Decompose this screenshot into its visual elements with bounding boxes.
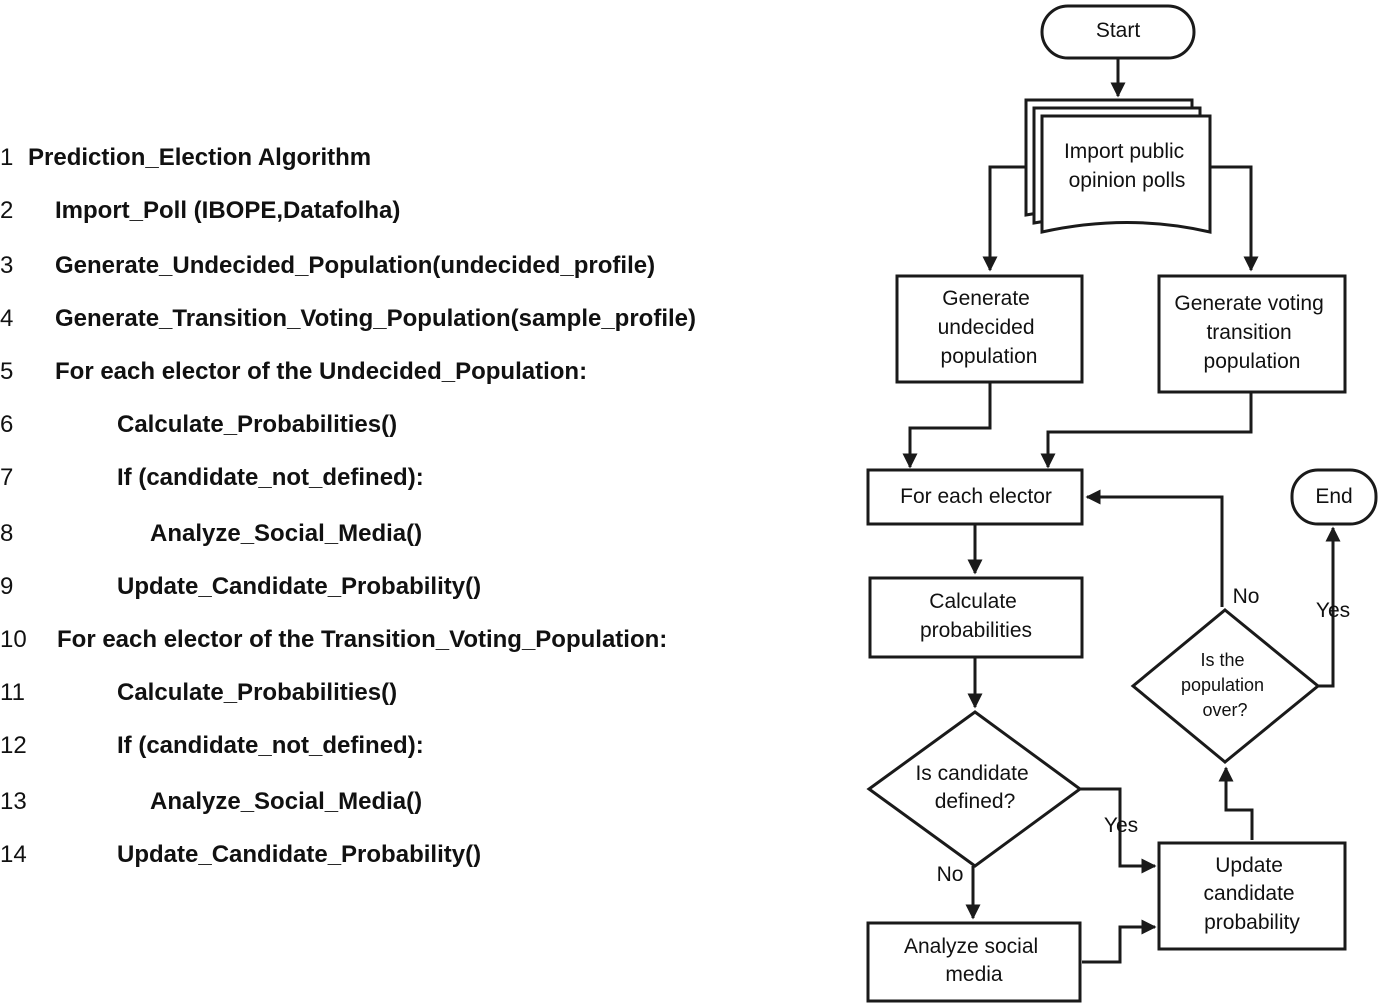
analyze-social-media-node xyxy=(866,921,1082,1003)
line-number: 10 xyxy=(0,626,27,653)
import-polls-line: opinion polls xyxy=(1069,169,1186,192)
is-population-over-line: over? xyxy=(1202,700,1247,720)
calculate-probabilities-line: probabilities xyxy=(920,619,1032,642)
update-candidate-probability-line: candidate xyxy=(1204,882,1295,905)
line-text: Analyze_Social_Media() xyxy=(150,520,423,547)
edge-import-to-transition xyxy=(1210,165,1259,272)
update-candidate-probability-line: Update xyxy=(1215,854,1283,877)
update-candidate-probability-node xyxy=(1157,841,1347,951)
line-number: 6 xyxy=(0,411,14,438)
line-text: Calculate_Probabilities() xyxy=(117,411,398,438)
flowchart-edges xyxy=(902,58,1341,964)
edge-population-yes xyxy=(1318,526,1341,688)
line-text: For each elector of the Transition_Votin… xyxy=(57,626,668,653)
line-number: 3 xyxy=(0,252,14,279)
line-number: 11 xyxy=(0,679,25,706)
for-each-elector-node xyxy=(866,468,1084,526)
edge-transition-to-foreach xyxy=(1040,392,1253,469)
edge-label-population-no: No xyxy=(1233,585,1260,608)
edge-label-population-yes: Yes xyxy=(1316,599,1350,622)
update-candidate-probability-label: Update candidate probability xyxy=(1204,854,1301,934)
calculate-probabilities-label: Calculate probabilities xyxy=(920,590,1032,642)
edge-undecided-to-foreach xyxy=(902,382,992,469)
generate-undecided-label: Generate undecided population xyxy=(938,287,1041,368)
analyze-social-media-line: Analyze social xyxy=(904,935,1038,958)
line-number: 14 xyxy=(0,841,27,868)
update-candidate-probability-line: probability xyxy=(1204,911,1300,934)
line-text: Import_Poll (IBOPE,Datafolha) xyxy=(55,197,401,224)
generate-transition-line: transition xyxy=(1206,321,1291,344)
generate-transition-line: population xyxy=(1204,350,1301,373)
edge-population-no xyxy=(1085,489,1224,607)
line-text: If (candidate_not_defined): xyxy=(117,732,424,759)
document-layer-front xyxy=(1040,114,1212,234)
line-text: Calculate_Probabilities() xyxy=(117,679,398,706)
line-number: 8 xyxy=(0,520,14,547)
edge-label-candidate-yes: Yes xyxy=(1104,814,1138,837)
is-population-over-label: Is the population over? xyxy=(1181,650,1269,720)
edge-label-candidate-no: No xyxy=(937,863,964,886)
edge-analyze-to-update xyxy=(1082,919,1157,964)
generate-undecided-line: population xyxy=(941,345,1038,368)
line-number: 4 xyxy=(0,305,14,332)
is-candidate-defined-label: Is candidate defined? xyxy=(915,762,1034,813)
generate-transition-node xyxy=(1157,274,1347,394)
import-polls-label: Import public opinion polls xyxy=(1064,140,1190,192)
analyze-social-media-line: media xyxy=(945,963,1003,986)
line-text: Update_Candidate_Probability() xyxy=(117,841,482,868)
is-candidate-defined-decision xyxy=(866,710,1083,868)
for-each-elector-label: For each elector xyxy=(900,485,1052,508)
is-candidate-defined-line: defined? xyxy=(935,790,1016,813)
end-label: End xyxy=(1315,485,1352,508)
line-number: 12 xyxy=(0,732,27,759)
line-number: 7 xyxy=(0,464,14,491)
end-terminal xyxy=(1290,468,1378,526)
start-terminal xyxy=(1040,4,1196,60)
line-text: Prediction_Election Algorithm xyxy=(28,144,372,171)
analyze-social-media-label: Analyze social media xyxy=(904,935,1044,986)
is-population-over-line: Is the xyxy=(1200,650,1244,670)
line-text: Generate_Transition_Voting_Population(sa… xyxy=(55,305,697,332)
line-text: Update_Candidate_Probability() xyxy=(117,573,482,600)
calculate-probabilities-line: Calculate xyxy=(929,590,1017,613)
is-candidate-defined-line: Is candidate xyxy=(915,762,1028,785)
line-number: 9 xyxy=(0,573,14,600)
import-polls-line: Import public xyxy=(1064,140,1184,163)
edge-decision-yes xyxy=(1080,787,1157,874)
is-population-over-decision xyxy=(1130,608,1321,764)
line-number: 1 xyxy=(0,144,14,171)
line-text: Generate_Undecided_Population(undecided_… xyxy=(55,252,656,279)
line-number: 2 xyxy=(0,197,14,224)
generate-undecided-line: Generate xyxy=(942,287,1030,310)
line-number: 13 xyxy=(0,788,27,815)
line-number: 5 xyxy=(0,358,14,385)
calculate-probabilities-node xyxy=(868,576,1084,659)
edge-update-to-population xyxy=(1218,766,1254,840)
start-label: Start xyxy=(1096,19,1141,42)
generate-transition-line: Generate voting xyxy=(1174,292,1323,315)
line-text: Analyze_Social_Media() xyxy=(150,788,423,815)
edge-import-to-undecided xyxy=(982,165,1030,272)
algorithm-listing: 1 Prediction_Election Algorithm 2 Import… xyxy=(0,144,697,868)
line-text: If (candidate_not_defined): xyxy=(117,464,424,491)
generate-undecided-line: undecided xyxy=(938,316,1035,339)
is-population-over-line: population xyxy=(1181,675,1264,695)
import-polls-node: Import public opinion polls xyxy=(1024,98,1212,234)
line-text: For each elector of the Undecided_Popula… xyxy=(55,358,588,385)
generate-transition-label: Generate voting transition population xyxy=(1174,292,1329,373)
generate-undecided-node xyxy=(895,274,1084,384)
